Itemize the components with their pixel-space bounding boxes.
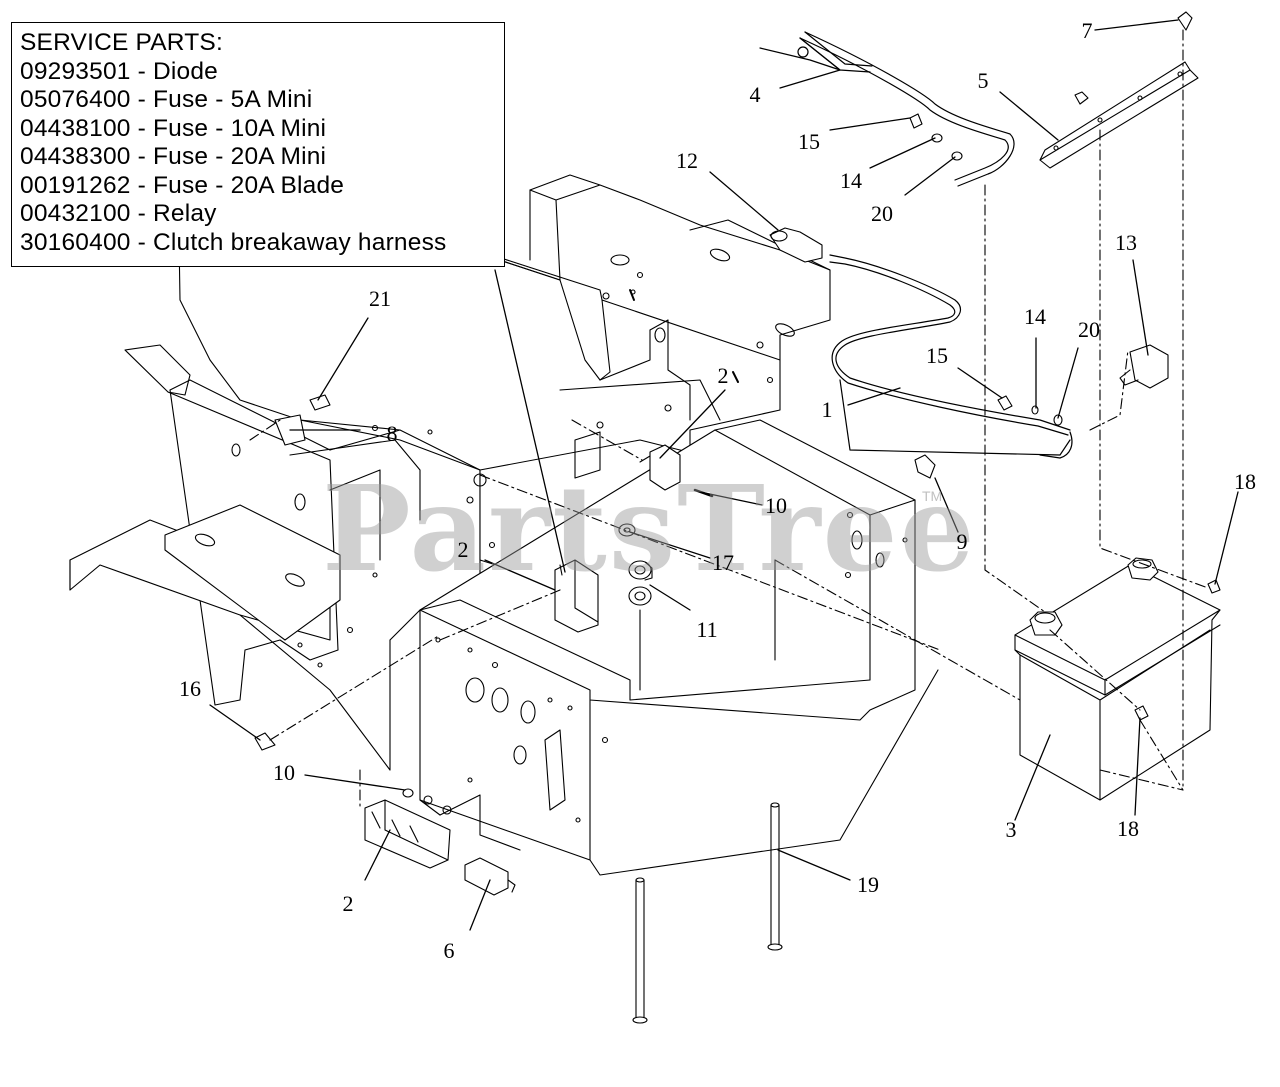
callout-8: 8 [386, 421, 398, 446]
callout-13: 13 [1115, 230, 1137, 255]
left-side-frame [69, 344, 561, 771]
bushings [628, 560, 653, 606]
callout-10: 10 [765, 493, 787, 518]
battery [1014, 557, 1221, 801]
callout-1: 1 [821, 397, 833, 422]
watermark: PartsTree [322, 459, 977, 598]
callout-10: 10 [273, 760, 295, 785]
callout-18: 18 [1117, 816, 1139, 841]
relay-block-center [554, 559, 599, 633]
watermark-tm: TM [922, 488, 943, 504]
callout-12: 12 [676, 148, 698, 173]
callout-18: 18 [1234, 469, 1256, 494]
fuse-block-lower [364, 799, 451, 869]
service-parts-heading: SERVICE PARTS: [20, 29, 223, 56]
callout-2: 2 [457, 537, 469, 562]
service-part-item: 04438100 - Fuse - 10A Mini [20, 114, 327, 142]
terminal-boot [1119, 344, 1169, 389]
callout-2: 2 [717, 363, 729, 388]
callout-15: 15 [926, 343, 948, 368]
service-part-item: 05076400 - Fuse - 5A Mini [20, 86, 313, 113]
cable-boot [769, 227, 823, 263]
clip-part [914, 454, 936, 479]
callout-16: 16 [179, 676, 201, 701]
callout-4: 4 [749, 82, 761, 107]
alignment-lines [249, 29, 1209, 811]
callout-20: 20 [871, 201, 893, 226]
callout-11: 11 [696, 617, 718, 642]
callout-19: 19 [857, 872, 879, 897]
switch-part [464, 857, 516, 896]
wire-harness [829, 254, 1073, 459]
callout-20: 20 [1078, 317, 1100, 342]
small-hardware [254, 11, 1221, 815]
callout-14: 14 [1024, 304, 1046, 329]
front-frame-box [419, 419, 939, 876]
callout-6: 6 [443, 938, 455, 963]
battery-cable-top [759, 31, 1015, 187]
battery-bracket [1039, 61, 1199, 169]
leader-lines [209, 19, 1239, 931]
callout-5: 5 [977, 68, 989, 93]
service-part-item: 00191262 - Fuse - 20A Blade [20, 171, 345, 199]
service-part-item: 30160400 - Clutch breakaway harness [20, 228, 447, 256]
callout-14: 14 [840, 168, 862, 193]
callout-7: 7 [1081, 18, 1093, 43]
callout-17: 17 [712, 550, 734, 575]
service-part-item: 04438300 - Fuse - 20A Mini [20, 143, 327, 170]
service-part-item: 09293501 - Diode [20, 57, 218, 85]
long-bolts [632, 802, 783, 1024]
service-part-item: 00432100 - Relay [20, 200, 217, 227]
callout-15: 15 [798, 129, 820, 154]
callout-21: 21 [369, 286, 391, 311]
callout-2: 2 [342, 891, 354, 916]
relay-block-upper [639, 444, 681, 491]
callout-9: 9 [956, 529, 968, 554]
callout-3: 3 [1005, 817, 1017, 842]
service-parts-box: SERVICE PARTS: 09293501 - Diode 05076400… [11, 22, 505, 267]
